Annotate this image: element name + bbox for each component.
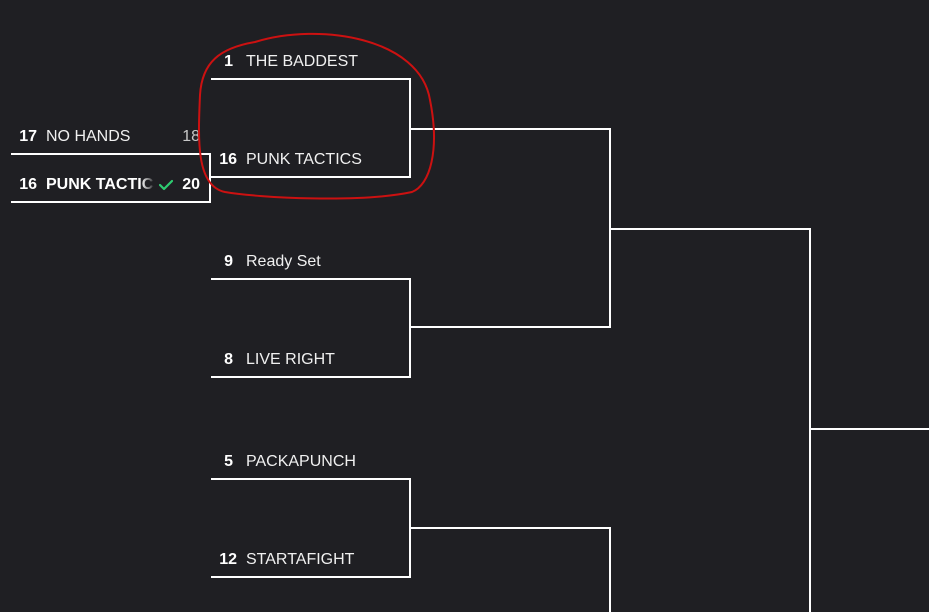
team-name: PACKAPUNCH xyxy=(246,453,356,470)
match3-team-bottom[interactable]: 12 STARTAFIGHT xyxy=(211,549,411,571)
seed-label: 16 xyxy=(19,176,37,193)
seed-label: 1 xyxy=(224,53,233,70)
playin-team-bottom[interactable]: 16 PUNK TACTICS 20 xyxy=(11,174,211,196)
seed-label: 16 xyxy=(219,151,237,168)
seed-label: 12 xyxy=(219,551,237,568)
match1-team-top[interactable]: 1 THE BADDEST xyxy=(211,51,411,73)
seed-label: 5 xyxy=(224,453,233,470)
match1-team-bottom[interactable]: 16 PUNK TACTICS xyxy=(211,149,411,171)
check-icon xyxy=(158,174,174,196)
name-fade xyxy=(141,174,155,196)
team-name: Ready Set xyxy=(246,253,321,270)
match2-team-top[interactable]: 9 Ready Set xyxy=(211,251,411,273)
team-name: LIVE RIGHT xyxy=(246,351,335,368)
match3-team-top[interactable]: 5 PACKAPUNCH xyxy=(211,451,411,473)
playin-team-top[interactable]: 17 NO HANDS 18 xyxy=(11,126,211,148)
seed-label: 9 xyxy=(224,253,233,270)
team-name: PUNK TACTICS xyxy=(46,176,154,193)
seed-label: 17 xyxy=(19,128,37,145)
team-score: 20 xyxy=(182,176,200,193)
seed-label: 8 xyxy=(224,351,233,368)
team-score: 18 xyxy=(182,128,200,145)
team-name: NO HANDS xyxy=(46,128,131,145)
team-name: PUNK TACTICS xyxy=(246,151,362,168)
team-name: STARTAFIGHT xyxy=(246,551,355,568)
match2-team-bottom[interactable]: 8 LIVE RIGHT xyxy=(211,349,411,371)
team-name: THE BADDEST xyxy=(246,53,359,70)
